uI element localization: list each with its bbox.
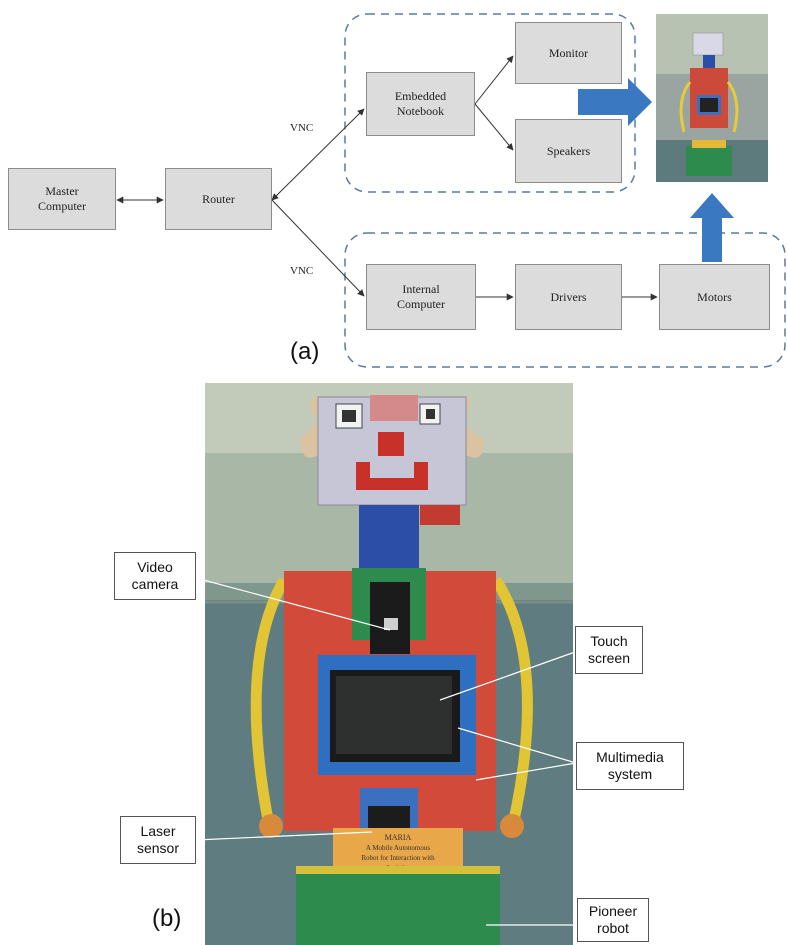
panel-a-label: (a) [290, 338, 320, 365]
speakers-node: Speakers [515, 119, 622, 183]
leader-video-camera [195, 577, 391, 631]
edge-notebook-speakers [474, 103, 514, 151]
robot-thumbnail [656, 14, 768, 182]
blue-arrow-right [578, 78, 652, 126]
vnc-label-lower: VNC [290, 265, 314, 277]
monitor-node: Monitor [515, 22, 622, 84]
callout-multimedia-system: Multimedia system [576, 742, 684, 790]
leader-touch-screen [439, 651, 576, 701]
leader-multimedia-1 [457, 727, 577, 764]
motors-node: Motors [659, 264, 770, 330]
edge-router-notebook [271, 108, 365, 201]
callout-touch-screen: Touch screen [575, 626, 643, 674]
callout-pioneer-robot: Pioneer robot [577, 898, 649, 942]
vnc-label-upper: VNC [290, 122, 314, 134]
leader-laser-sensor [195, 831, 373, 841]
blue-arrow-up [690, 193, 734, 262]
edge-notebook-monitor [474, 55, 514, 105]
panel-b-label: (b) [152, 905, 182, 932]
drivers-node: Drivers [515, 264, 622, 330]
sign-line-1: MARIA [385, 833, 412, 842]
sign-line-3: Robot for Interaction with [361, 854, 435, 862]
sign-line-2: A Mobile Autonomous [366, 844, 430, 852]
embedded-notebook-node: Embedded Notebook [366, 72, 475, 136]
callout-laser-sensor: Laser sensor [120, 816, 196, 864]
edge-router-internal [271, 199, 365, 297]
router-node: Router [165, 168, 272, 230]
master-computer-node: Master Computer [8, 168, 116, 230]
drive-group-border [344, 232, 786, 368]
internal-computer-node: Internal Computer [366, 264, 476, 330]
callout-video-camera: Video camera [114, 552, 196, 600]
leader-multimedia-2 [475, 762, 577, 781]
